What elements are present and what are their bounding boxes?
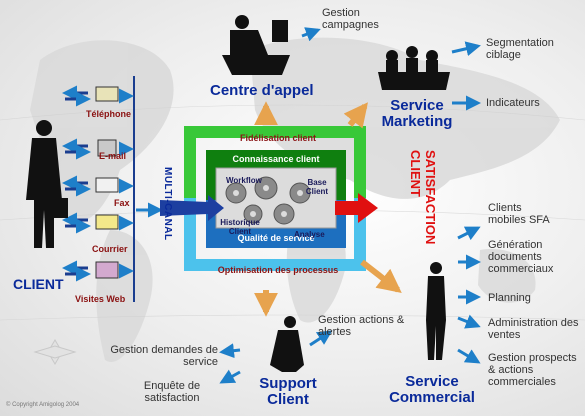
item-administration-ventes: Administration des ventes [488, 317, 579, 341]
copyright: © Copyright Amigolog 2004 [6, 402, 80, 408]
gear-label-analyse: Analyse [294, 230, 325, 239]
item-enquete: Enquête de satisfaction [143, 380, 201, 404]
gear-frames [184, 126, 366, 271]
item-generation-documents: Génération documents commerciaux [488, 239, 554, 275]
centre-appel-title: Centre d'appel [210, 82, 314, 99]
label-connaissance: Connaissance client [232, 154, 320, 164]
item-gestion-prospects: Gestion prospects & actions commerciales [488, 352, 577, 388]
gear-label-historique: Historique Client [220, 218, 260, 236]
item-segmentation: Segmentation ciblage [486, 37, 554, 61]
label-fidelisation: Fidélisation client [239, 133, 316, 143]
channel-label-fax: Fax [114, 198, 130, 208]
channel-label-telephone: Téléphone [86, 109, 132, 119]
channel-out-arrows [119, 88, 134, 279]
item-planning: Planning [488, 292, 531, 304]
gear-label-base-client: Base Client [305, 178, 329, 196]
channel-label-web: Visites Web [75, 294, 126, 304]
multicanal-label: MULTI-CANAL [162, 167, 173, 241]
channel-label-email: E-mail [99, 151, 127, 161]
input-arrow [160, 195, 224, 221]
item-arrows [219, 27, 481, 384]
channel-icons [95, 86, 119, 279]
item-gestion-demandes: Gestion demandes de service [110, 344, 218, 368]
orange-arrows [254, 101, 402, 317]
item-gestion-actions: Gestion actions & alertes [318, 314, 405, 338]
item-gestion-campagnes: Gestion campagnes [322, 7, 379, 31]
item-indicateurs: Indicateurs [486, 97, 540, 109]
satisfaction-label: SATISFACTION CLIENT [408, 150, 438, 245]
support-client-title: Support Client [259, 375, 317, 408]
label-optimisation: Optimisation des processus [217, 265, 339, 275]
output-arrow [335, 193, 378, 223]
service-marketing-title: Service Marketing [381, 97, 453, 130]
service-commercial-title: Service Commercial [389, 373, 475, 406]
item-clients-mobiles: Clients mobiles SFA [488, 202, 550, 226]
label-qualite: Qualité de service [237, 233, 315, 243]
gear-holes [233, 185, 303, 217]
client-title: CLIENT [13, 276, 64, 292]
channel-label-courrier: Courrier [92, 244, 128, 254]
gear-label-workflow: Workflow [226, 176, 262, 185]
people-silhouettes [26, 15, 450, 372]
channel-arrows [62, 85, 91, 282]
compass-icon [33, 339, 77, 365]
